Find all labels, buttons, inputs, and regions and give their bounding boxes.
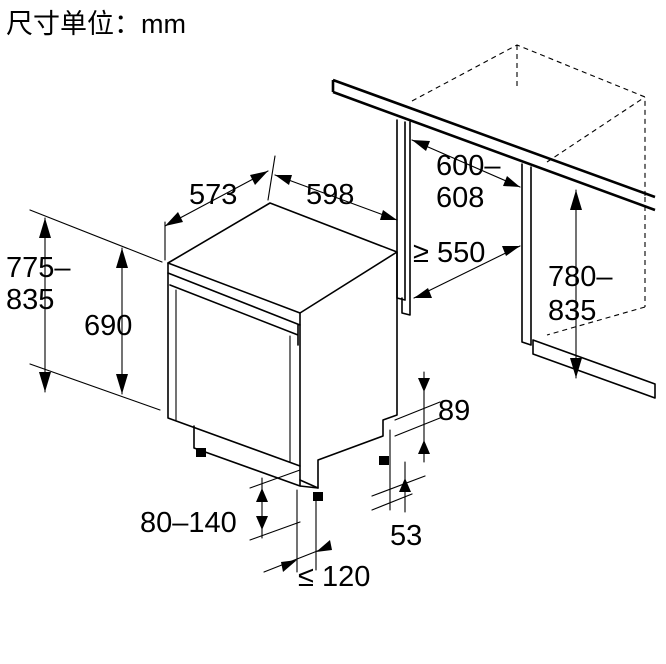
dim-width-label: 598 [306,179,354,211]
dishwasher-side [299,251,398,489]
ext-89 [394,401,441,437]
dim-depth-label: 573 [189,179,237,211]
door-inner-line [175,289,291,463]
dishwasher-dimensions [29,155,441,573]
arrow-598-b [380,210,397,220]
arrow-690-top [116,248,128,268]
dim-height-total-top: 775– [6,252,71,284]
installation-niche [331,44,656,399]
arrow-598-a [275,175,292,185]
arrow-120-b [316,540,332,552]
dim-foot-range-label: 80–140 [140,507,237,539]
arrow-780-top [570,190,582,210]
arrow-53 [399,478,411,492]
dim-niche-height-bottom: 835 [548,295,596,327]
left-cabinet-panel [396,119,411,316]
arrow-573-a [165,212,183,226]
arrow-550-a [414,288,432,298]
arrow-775-top [39,218,51,238]
niche-outline-dashed [411,44,646,336]
dim-min-depth-label: ≥ 550 [413,237,485,269]
door-handle-rail [167,272,301,346]
dishwasher-plinth [193,425,319,489]
right-cabinet-panel [521,163,532,346]
dim-plinth-offset-label: 89 [438,395,470,427]
niche-depth-line [411,139,521,299]
foot-left [196,448,206,457]
arrow-80-top [256,488,268,502]
arrow-550-b [502,246,520,256]
arrow-89-bottom [418,440,430,454]
arrow-80-bottom [256,516,268,530]
countertop [331,78,656,212]
arrow-120-a [281,560,297,572]
arrow-780-bottom [570,358,582,378]
dishwasher-front [167,262,301,467]
dim-573-line [164,170,269,227]
arrow-600-b [503,176,520,187]
arrow-690-bottom [116,374,128,394]
arrow-775-bottom [39,372,51,392]
arrow-89-top [418,378,430,392]
foot-right [379,456,389,465]
dim-height-body-label: 690 [84,310,132,342]
ext-lines [29,155,398,573]
dim-plinth-height-label: 53 [390,520,422,552]
arrow-573-b [250,171,268,185]
dim-598-line [274,174,398,221]
units-label: 尺寸单位：mm [6,9,186,39]
foot-front [313,492,323,501]
dishwasher-top [167,202,398,314]
ext-80 [249,469,301,541]
arrow-600-a [412,140,430,151]
dim-niche-depth-top: 600– [436,150,501,182]
right-cabinet-plinth [532,339,656,399]
dishwasher [167,202,398,501]
dim-niche-height-top: 780– [548,261,613,293]
dim-max-recess-label: ≤ 120 [298,561,370,593]
niche-arrows [412,140,582,379]
ext-53 [371,475,426,511]
dim-niche-depth-bottom: 608 [436,182,484,214]
dim-height-total-bottom: 835 [6,284,54,316]
